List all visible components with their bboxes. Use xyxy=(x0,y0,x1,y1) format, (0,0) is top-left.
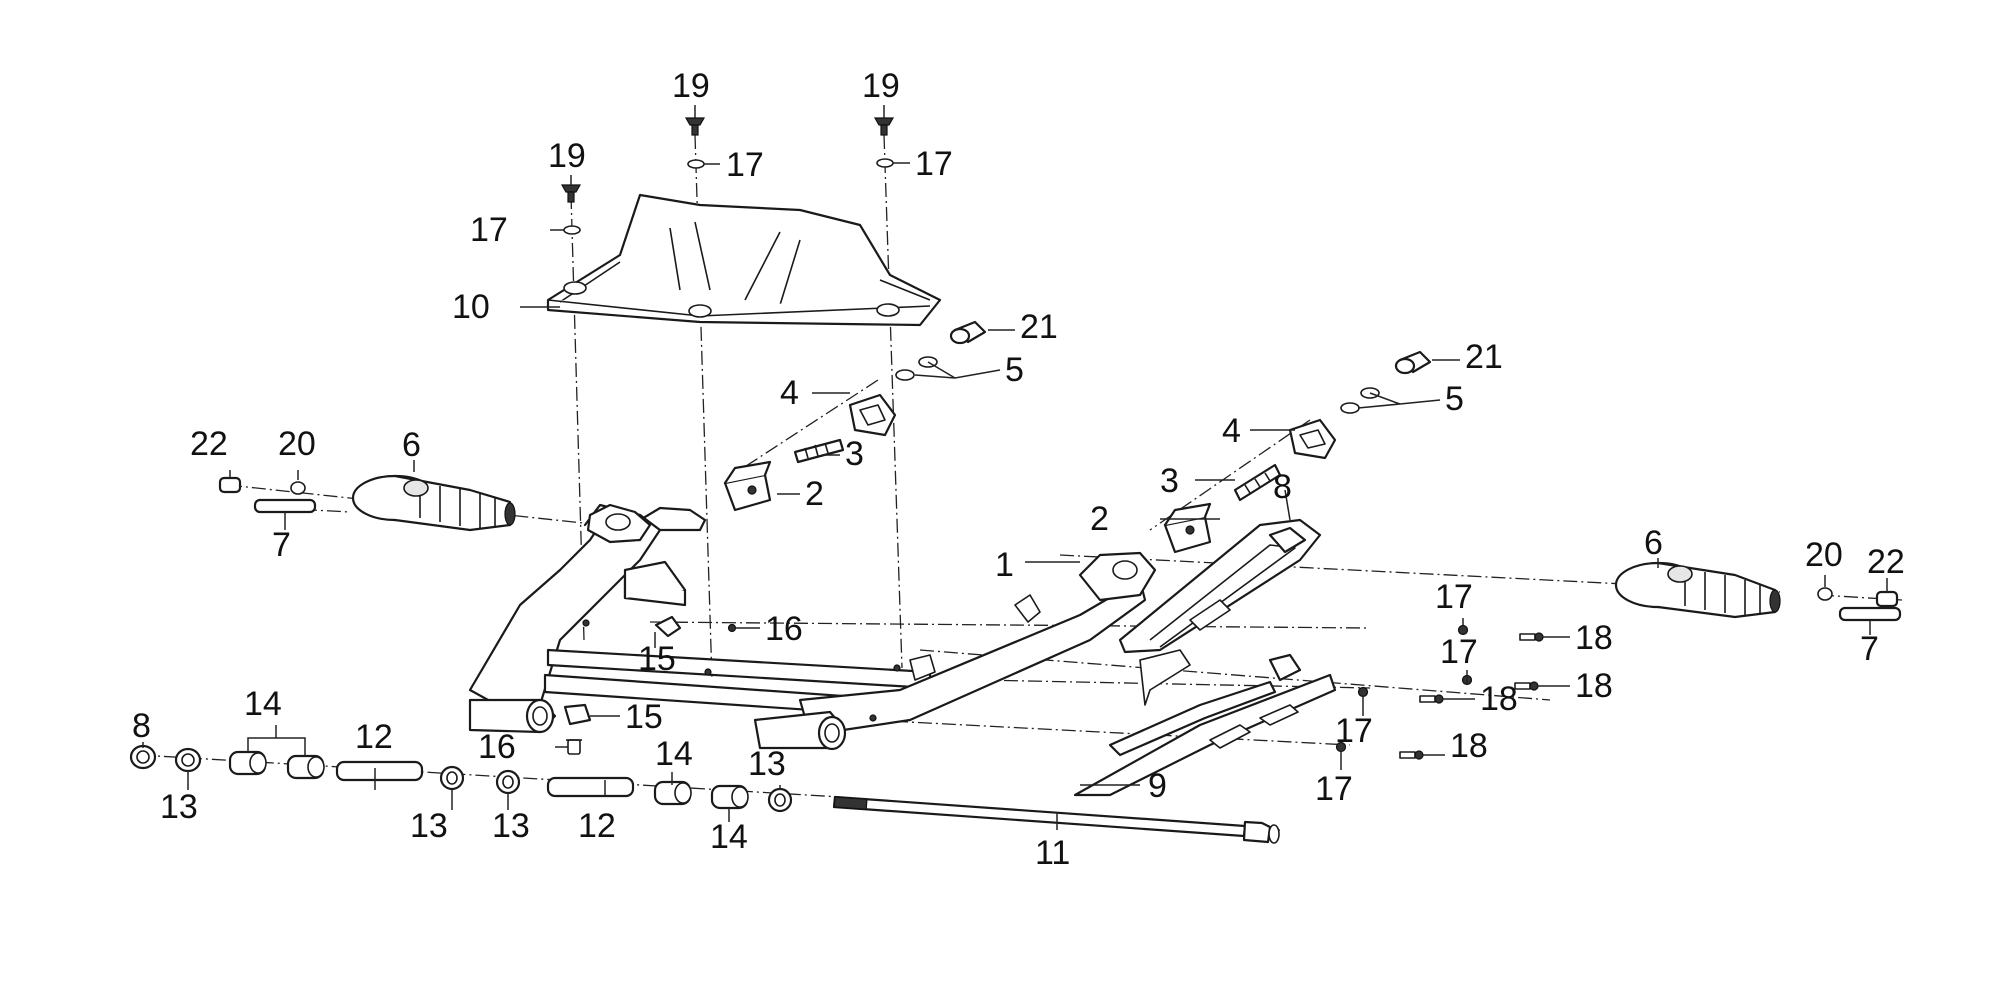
callout-20-right: 20 xyxy=(1805,536,1843,574)
callout-19-a: 19 xyxy=(548,137,586,175)
callout-5-left: 5 xyxy=(1005,351,1024,389)
callout-6-left: 6 xyxy=(402,426,421,464)
callout-7-left: 7 xyxy=(272,526,291,564)
callout-2-left: 2 xyxy=(805,475,824,513)
callout-21-left: 21 xyxy=(1020,308,1058,346)
callout-22-right: 22 xyxy=(1867,543,1905,581)
callout-17-c: 17 xyxy=(915,145,953,183)
callout-13-c: 13 xyxy=(492,807,530,845)
chain-guard-lower xyxy=(1073,653,1337,797)
callout-18-b: 18 xyxy=(1575,667,1613,705)
callout-17-e: 17 xyxy=(1440,633,1478,671)
callout-10: 10 xyxy=(452,288,490,326)
callout-4-left: 4 xyxy=(780,374,799,412)
pin-cap-right xyxy=(1817,587,1902,622)
callout-14-a: 14 xyxy=(244,685,282,723)
callout-4-right: 4 xyxy=(1222,412,1241,450)
callout-21-right: 21 xyxy=(1465,338,1503,376)
callout-14-b: 14 xyxy=(655,735,693,773)
callout-15-a: 15 xyxy=(638,640,676,678)
callout-8-bottom: 8 xyxy=(132,707,151,745)
callout-16-b: 16 xyxy=(478,728,516,766)
shock-absorber-left xyxy=(351,474,516,532)
callout-13-a: 13 xyxy=(160,788,198,826)
callout-17-d: 17 xyxy=(1435,578,1473,616)
chain-guard-upper xyxy=(1118,518,1322,706)
callout-8-top: 8 xyxy=(1273,468,1292,506)
pin-cap-left xyxy=(218,476,317,514)
axle-bolt xyxy=(832,795,1280,844)
callout-labels: 1 2 2 3 3 4 4 5 5 6 6 7 7 8 8 9 10 11 12… xyxy=(132,67,1905,872)
callout-13-d: 13 xyxy=(748,745,786,783)
callout-9: 9 xyxy=(1148,767,1167,805)
callout-19-c: 19 xyxy=(862,67,900,105)
callout-12-right: 12 xyxy=(578,807,616,845)
callout-18-d: 18 xyxy=(1450,727,1488,765)
callout-19-b: 19 xyxy=(672,67,710,105)
callout-11: 11 xyxy=(1035,834,1070,872)
callout-17-b: 17 xyxy=(726,146,764,184)
fasteners xyxy=(560,117,1544,760)
callout-18-a: 18 xyxy=(1575,619,1613,657)
callout-15-b: 15 xyxy=(625,698,663,736)
callout-17-g: 17 xyxy=(1315,770,1353,808)
callout-6-right: 6 xyxy=(1644,524,1663,562)
swingarm-frame xyxy=(468,503,1157,751)
fender-guard xyxy=(546,193,942,327)
callout-20-left: 20 xyxy=(278,425,316,463)
callout-13-b: 13 xyxy=(410,807,448,845)
bushing-row xyxy=(129,744,793,813)
callout-1: 1 xyxy=(995,546,1014,584)
callout-22-left: 22 xyxy=(190,425,228,463)
callout-16-a: 16 xyxy=(765,610,803,648)
callout-17-a: 17 xyxy=(470,211,508,249)
callout-2-right: 2 xyxy=(1090,500,1109,538)
callout-3-right: 3 xyxy=(1160,462,1179,500)
leader-lines xyxy=(142,105,1888,830)
shock-absorber-right xyxy=(1614,561,1781,619)
callout-18-c: 18 xyxy=(1480,680,1518,718)
callout-14-c: 14 xyxy=(710,818,748,856)
callout-5-right: 5 xyxy=(1445,380,1464,418)
callout-7-right: 7 xyxy=(1860,630,1879,668)
callout-3-left: 3 xyxy=(845,435,864,473)
callout-17-f: 17 xyxy=(1335,712,1373,750)
callout-12-left: 12 xyxy=(355,718,393,756)
mount-hardware-left xyxy=(723,320,987,512)
